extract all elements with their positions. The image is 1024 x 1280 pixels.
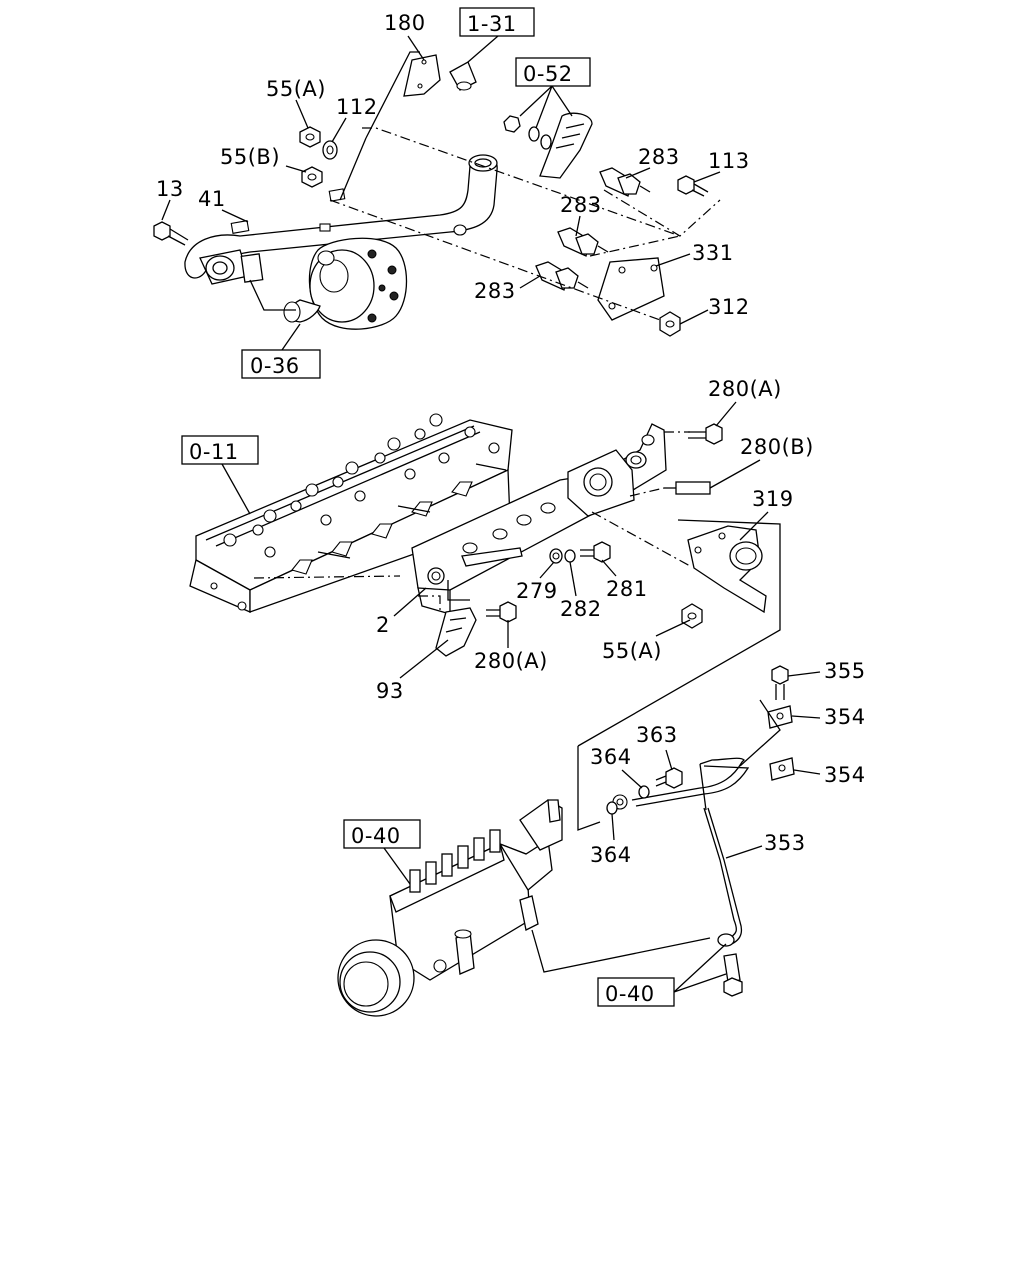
ref-label-0-52: 0-52 bbox=[523, 62, 573, 86]
gasket-364-b bbox=[606, 801, 618, 815]
callout-282: 282 bbox=[560, 597, 602, 621]
callout-55b: 55(B) bbox=[220, 145, 280, 169]
sensor-283-c bbox=[535, 261, 589, 291]
callout-281: 281 bbox=[606, 577, 648, 601]
callout-354-a: 354 bbox=[824, 705, 866, 729]
ref-label-0-36: 0-36 bbox=[250, 354, 300, 378]
ref-label-0-11: 0-11 bbox=[189, 440, 239, 464]
callout-363: 363 bbox=[636, 723, 678, 747]
callout-331: 331 bbox=[692, 241, 734, 265]
callout-55a-bottom: 55(A) bbox=[602, 639, 662, 663]
sensor-283-b bbox=[557, 227, 609, 257]
clamp-354-a bbox=[767, 705, 793, 729]
thermostat-parts bbox=[503, 112, 593, 179]
banjo-bolt-0-40 bbox=[723, 953, 743, 997]
pipe-353 bbox=[612, 757, 750, 947]
injection-pump bbox=[337, 799, 563, 1017]
callout-280b: 280(B) bbox=[740, 435, 814, 459]
bolt-355 bbox=[771, 665, 789, 700]
callout-355: 355 bbox=[824, 659, 866, 683]
callout-280a-top: 280(A) bbox=[708, 377, 782, 401]
bolt-280a-top bbox=[688, 423, 723, 445]
water-manifold-2 bbox=[411, 423, 667, 615]
cylinder-head bbox=[189, 413, 513, 613]
callout-319: 319 bbox=[752, 487, 794, 511]
ref-box-0-36: 0-36 bbox=[241, 349, 321, 379]
callout-364-a: 364 bbox=[590, 745, 632, 769]
cylinder-head-valve-holes bbox=[210, 413, 500, 611]
callout-113: 113 bbox=[708, 149, 750, 173]
bolt-280a-bottom bbox=[486, 601, 517, 623]
water-pump bbox=[283, 237, 408, 330]
injection-pump-delivery-valves bbox=[409, 829, 501, 893]
ref-label-0-40-bolt: 0-40 bbox=[605, 982, 655, 1006]
callout-55a-top: 55(A) bbox=[266, 77, 326, 101]
callout-283-c: 283 bbox=[474, 279, 516, 303]
callout-labels: 180 55(A) 112 55(B) 13 41 283 113 283 33… bbox=[156, 11, 866, 867]
callout-279: 279 bbox=[516, 579, 558, 603]
ref-box-0-52: 0-52 bbox=[515, 57, 591, 87]
callout-312: 312 bbox=[708, 295, 750, 319]
clip-93 bbox=[435, 607, 477, 657]
bolt-13 bbox=[153, 221, 189, 246]
callout-353: 353 bbox=[764, 831, 806, 855]
gasket-364-a bbox=[638, 785, 650, 799]
cylinder-head-ports bbox=[291, 481, 473, 575]
ref-box-0-11: 0-11 bbox=[181, 435, 259, 465]
bolt-281 bbox=[580, 541, 611, 563]
callout-41: 41 bbox=[198, 187, 226, 211]
cover-319 bbox=[687, 525, 767, 614]
bracket-180 bbox=[403, 54, 477, 97]
callout-112: 112 bbox=[336, 95, 378, 119]
eye-bolt-363 bbox=[655, 767, 683, 789]
flange-331 bbox=[597, 257, 665, 321]
callout-280a-bottom: 280(A) bbox=[474, 649, 548, 673]
sensor-283-a bbox=[599, 167, 651, 197]
callout-2: 2 bbox=[376, 613, 390, 637]
callout-364-b: 364 bbox=[590, 843, 632, 867]
callout-leaders bbox=[161, 35, 821, 859]
ref-label-0-40-pump: 0-40 bbox=[351, 824, 401, 848]
washer-282 bbox=[564, 549, 576, 563]
ref-box-1-31: 1-31 bbox=[459, 7, 535, 37]
callout-93: 93 bbox=[376, 679, 404, 703]
callout-283-a: 283 bbox=[638, 145, 680, 169]
callout-354-b: 354 bbox=[824, 763, 866, 787]
callout-13: 13 bbox=[156, 177, 184, 201]
ref-box-0-40-bolt: 0-40 bbox=[597, 977, 675, 1007]
clamp-354-b bbox=[769, 757, 795, 781]
stud-280b bbox=[664, 481, 711, 495]
callout-180: 180 bbox=[384, 11, 426, 35]
water-pipe-41 bbox=[184, 154, 498, 285]
callout-283-b: 283 bbox=[560, 193, 602, 217]
bolt-113 bbox=[677, 175, 709, 197]
ref-box-0-40-pump: 0-40 bbox=[343, 819, 421, 849]
ref-label-1-31: 1-31 bbox=[467, 12, 517, 36]
